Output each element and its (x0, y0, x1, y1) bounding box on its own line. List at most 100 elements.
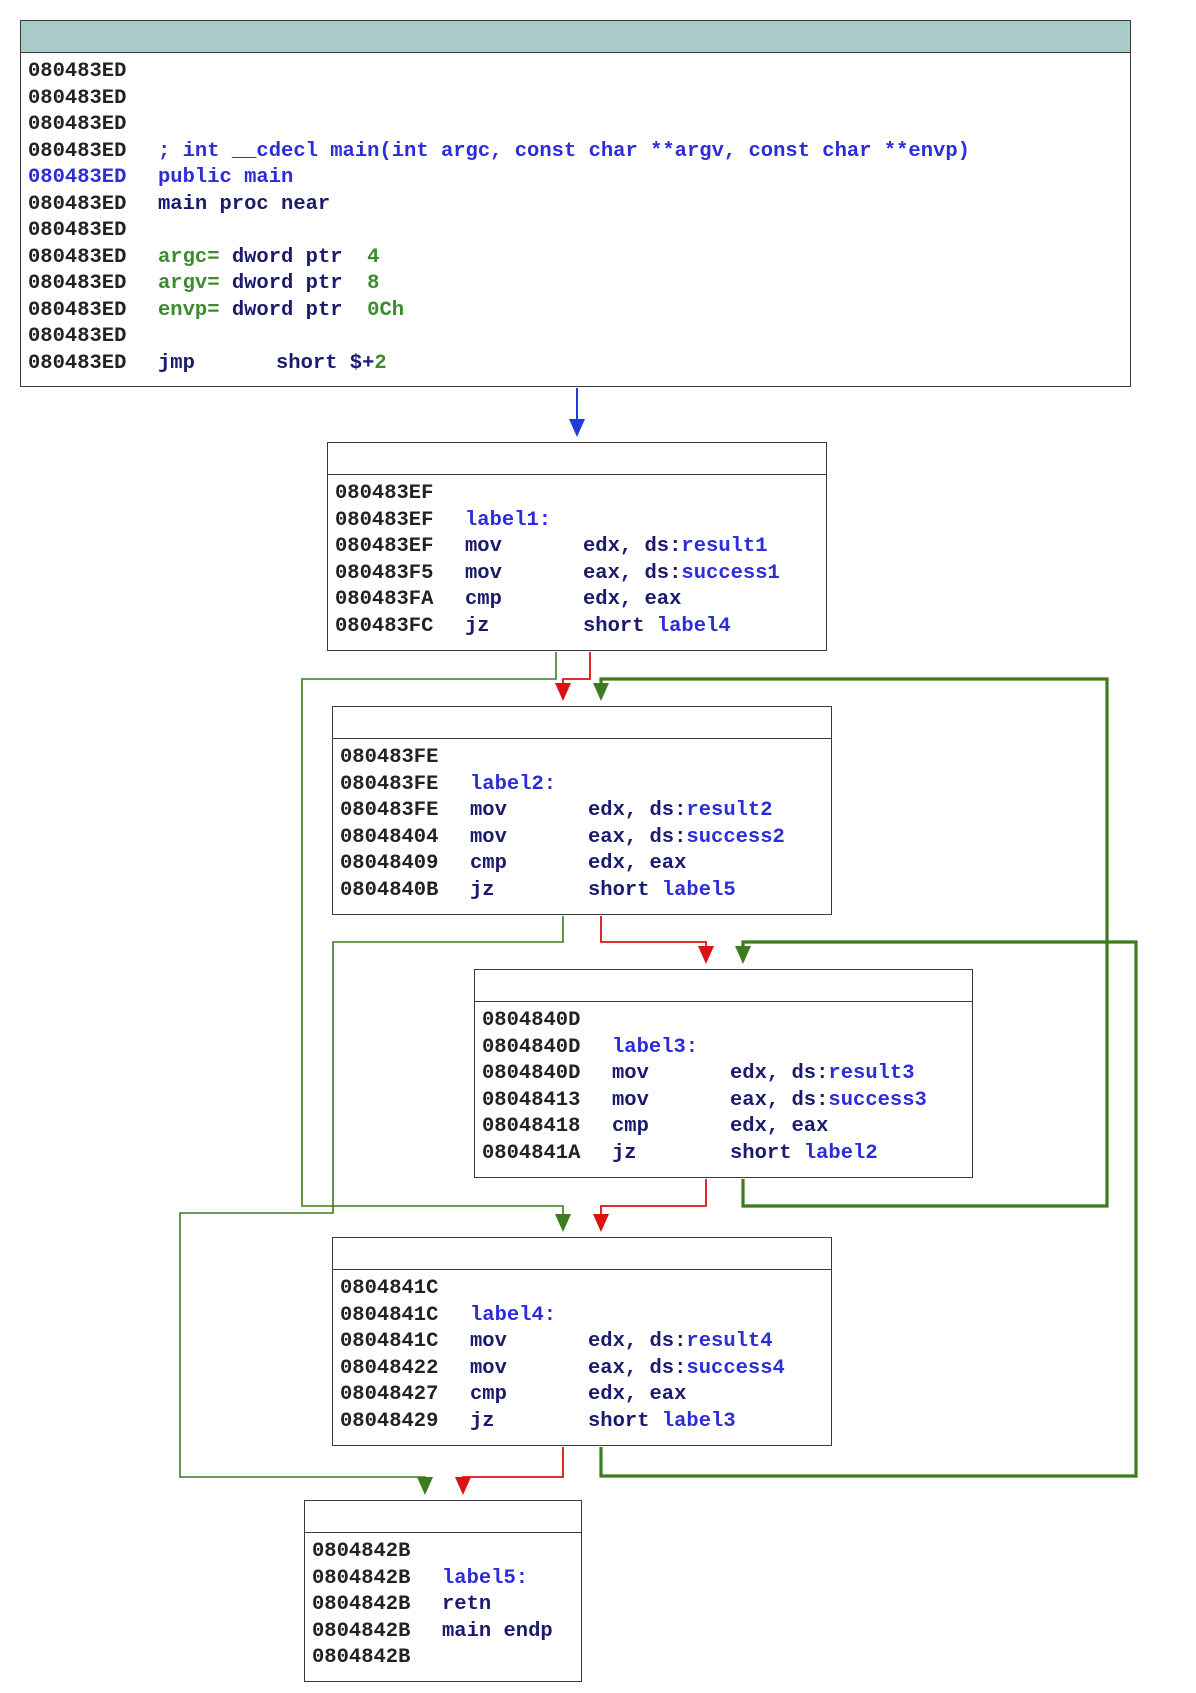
edge-arrowhead-entry-to-label1 (569, 419, 585, 437)
address: 080483EF (335, 535, 434, 558)
mnemonic: mov (470, 1330, 507, 1353)
operand-symbol: result3 (828, 1062, 915, 1085)
edge-label1-to-label4 (301, 652, 564, 1218)
edge-label3-to-label4 (600, 1179, 707, 1218)
code-line: 0804842B (312, 1645, 581, 1672)
operand-symbol: label3 (661, 1409, 736, 1433)
address: 0804841A (482, 1141, 581, 1165)
address: 0804842B (312, 1593, 411, 1616)
edge-arrowhead-label4-to-label3 (735, 946, 751, 964)
edge-label2-to-label3 (600, 916, 707, 950)
operand: edx, ds: (583, 535, 682, 558)
address: 0804841C (340, 1303, 439, 1327)
operand: eax, ds: (588, 1356, 687, 1380)
address: 080483ED (28, 139, 127, 163)
address: 080483FE (340, 746, 439, 769)
directive: main endp (442, 1619, 553, 1643)
address: 0804842B (312, 1619, 411, 1643)
operand: eax, ds: (588, 825, 687, 849)
address: 0804842B (312, 1566, 411, 1590)
mnemonic: mov (612, 1088, 649, 1112)
mnemonic: cmp (470, 1383, 507, 1406)
mnemonic: jmp (158, 351, 195, 375)
code-line: 080483FE (340, 745, 831, 772)
operand: edx, eax (588, 1383, 687, 1406)
block-header (333, 1238, 831, 1270)
mnemonic: mov (465, 535, 502, 558)
code-line: 080483EF (335, 481, 826, 508)
address: 08048413 (482, 1088, 581, 1112)
address: 080483ED (28, 192, 127, 216)
address: 08048404 (340, 825, 439, 849)
label-name: label2: (470, 772, 557, 796)
code-line: 080483ED; int __cdecl main(int argc, con… (28, 139, 1130, 166)
mnemonic: mov (465, 561, 502, 585)
code-line: 080483ED (28, 86, 1130, 113)
address: 08048418 (482, 1115, 581, 1138)
address: 080483FE (340, 772, 439, 796)
operand-symbol: label5 (661, 878, 736, 902)
code-line: 080483ED (28, 218, 1130, 245)
var-decl: dword ptr (231, 272, 355, 295)
address: 0804841C (340, 1330, 439, 1353)
block-header (333, 707, 831, 739)
address: 0804842B (312, 1646, 411, 1669)
edge-arrowhead-label1-to-label4 (555, 1214, 571, 1232)
edge-label4-to-label3 (599, 940, 1138, 1478)
address: 08048422 (340, 1356, 439, 1380)
mnemonic: jz (470, 878, 495, 902)
mnemonic: jz (470, 1409, 495, 1433)
block-header (475, 970, 972, 1002)
operand: short (730, 1141, 804, 1165)
address: 080483F5 (335, 561, 434, 585)
mnemonic: mov (470, 1356, 507, 1380)
label-name: label4: (470, 1303, 557, 1327)
operand-symbol: result1 (681, 535, 768, 558)
operand: edx, ds: (588, 799, 687, 822)
code-line: 0804840D (482, 1008, 972, 1035)
code-line: 0804841C (340, 1276, 831, 1303)
address: 080483ED (28, 86, 127, 110)
address: 080483ED (28, 351, 127, 375)
var-offset: 4 (367, 245, 380, 269)
edge-arrowhead-label1-to-label2 (555, 683, 571, 701)
directive: public main (158, 166, 294, 189)
mnemonic: cmp (612, 1115, 649, 1138)
edge-arrowhead-label2-to-label5 (417, 1477, 433, 1495)
address: 080483ED (28, 298, 127, 322)
edge-arrowhead-label3-to-label4 (593, 1214, 609, 1232)
address: 0804840D (482, 1035, 581, 1059)
address: 0804840D (482, 1062, 581, 1085)
operand-symbol: result4 (686, 1330, 773, 1353)
operand: edx, ds: (730, 1062, 829, 1085)
code-line: 0804841C label4: (340, 1303, 831, 1330)
operand: edx, eax (588, 852, 687, 875)
label-name: label1: (465, 508, 552, 532)
operand: short (583, 614, 657, 638)
code-line: 080483ED (28, 112, 1130, 139)
address: 0804840D (482, 1009, 581, 1032)
code-line: 080483ED (28, 324, 1130, 351)
block-header (21, 21, 1130, 53)
mnemonic: mov (470, 825, 507, 849)
address: 0804840B (340, 878, 439, 902)
